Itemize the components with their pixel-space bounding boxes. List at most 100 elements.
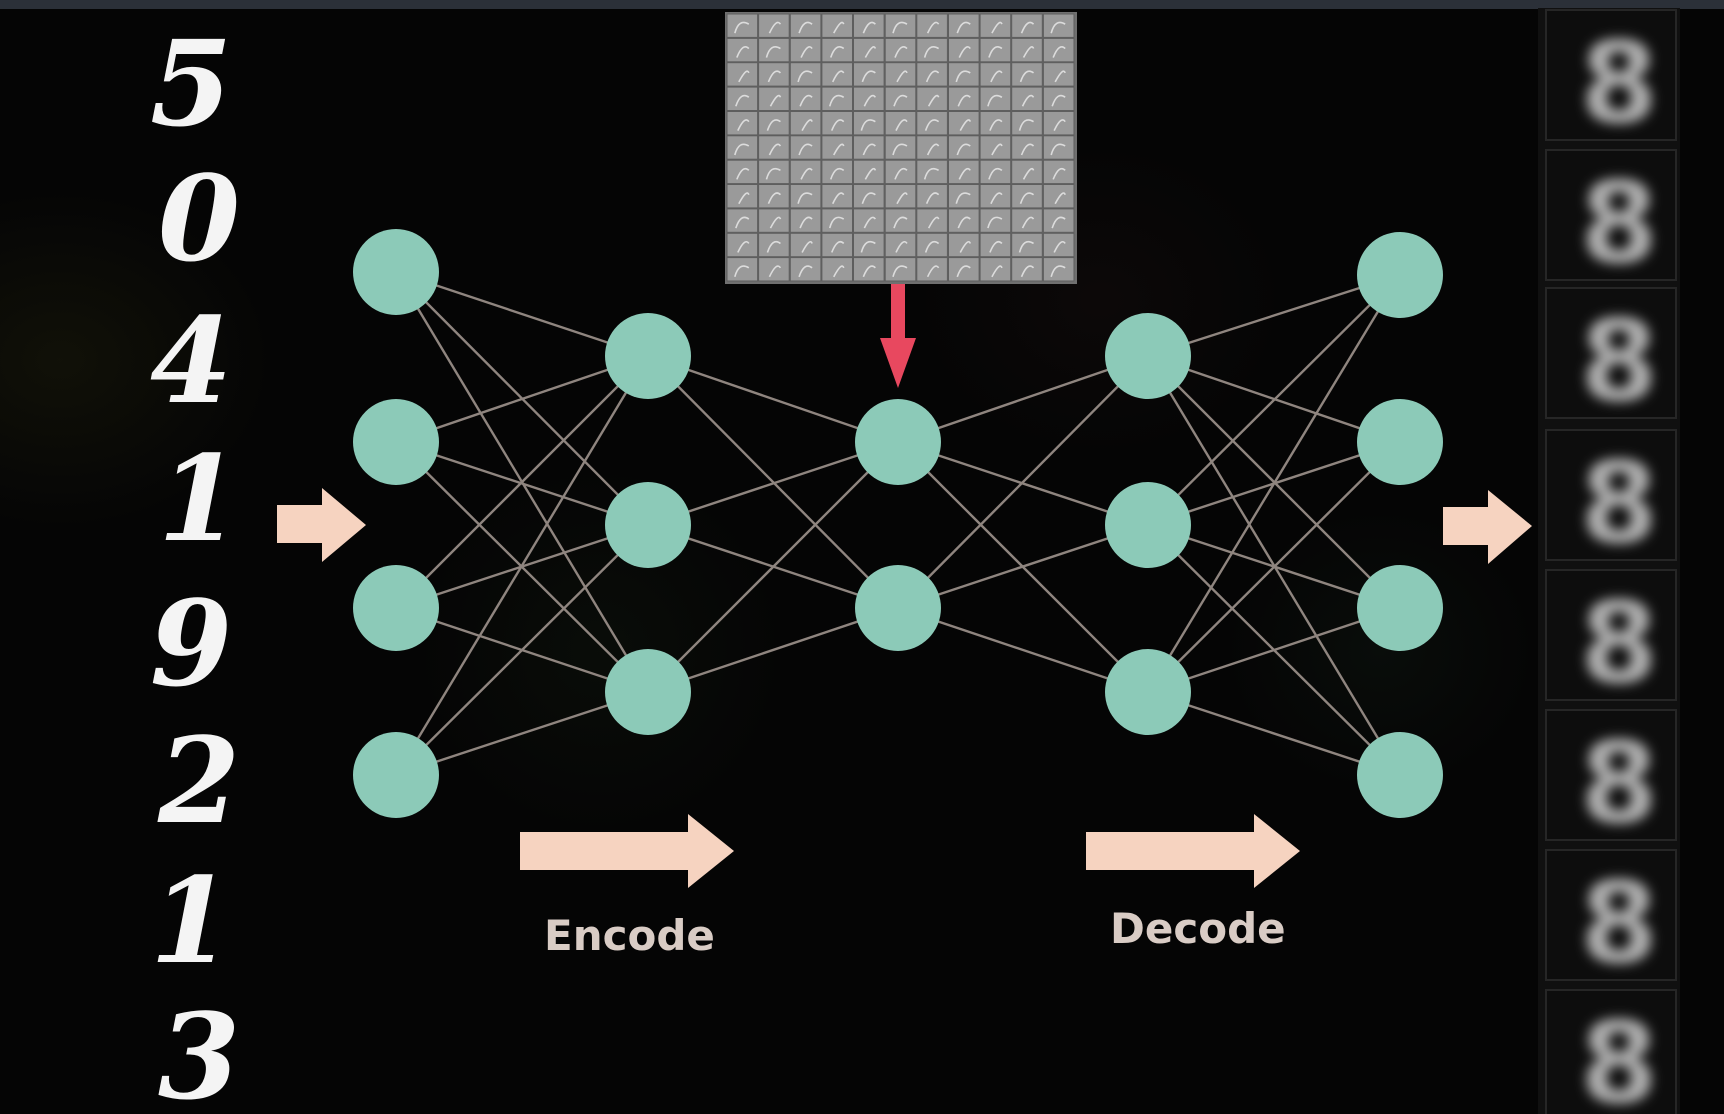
input-digit: 0 xyxy=(158,149,240,288)
filter-cell xyxy=(884,62,917,87)
edge-l1-2-1 xyxy=(395,354,649,444)
filter-cell xyxy=(1011,111,1043,136)
filter-cell xyxy=(1042,257,1075,282)
filter-stroke xyxy=(1050,265,1066,278)
filter-cell xyxy=(758,62,790,87)
filter-stroke xyxy=(927,94,940,107)
filter-stroke xyxy=(894,167,908,180)
filter-stroke xyxy=(833,21,845,34)
filter-stroke xyxy=(862,265,876,278)
filter-stroke xyxy=(989,240,1003,253)
filter-stroke xyxy=(959,119,972,132)
filter-stroke xyxy=(1021,216,1035,229)
filter-stroke xyxy=(1054,192,1066,205)
filter-cell xyxy=(1042,184,1075,209)
filter-cell xyxy=(948,62,980,87)
filter-stroke xyxy=(925,192,940,205)
filter-stroke xyxy=(765,46,781,58)
filter-stroke xyxy=(991,21,1003,34)
filter-cell xyxy=(948,184,980,209)
filter-stroke xyxy=(734,265,750,278)
filter-cell xyxy=(758,86,790,111)
filter-cell xyxy=(979,208,1012,233)
filter-cell xyxy=(789,257,822,282)
filter-cell xyxy=(948,13,980,38)
latent-down-arrow xyxy=(880,284,916,388)
filter-stroke xyxy=(832,70,845,83)
reconstructed-digit: 8 xyxy=(1580,297,1658,427)
filter-stroke xyxy=(959,240,972,253)
filter-cell xyxy=(916,232,948,258)
reconstruction-frame xyxy=(1545,569,1677,701)
filter-stroke xyxy=(927,216,940,229)
filter-stroke xyxy=(767,192,782,205)
filter-stroke xyxy=(989,119,1003,131)
filter-cell xyxy=(979,37,1012,63)
filter-cell xyxy=(758,37,790,63)
filter-stroke xyxy=(768,143,782,156)
filter-stroke xyxy=(738,192,750,205)
filter-stroke xyxy=(991,265,1003,278)
filter-stroke xyxy=(832,192,845,205)
filter-stroke xyxy=(860,240,876,253)
filter-cell xyxy=(853,159,885,185)
input-digit: 4 xyxy=(150,291,232,430)
input-digit: 3 xyxy=(158,987,240,1114)
filter-stroke xyxy=(801,240,813,253)
node-layer1-4 xyxy=(353,732,439,818)
filter-stroke xyxy=(1021,94,1035,107)
filter-cell xyxy=(789,111,822,136)
filter-cell xyxy=(853,13,885,38)
filter-stroke xyxy=(737,119,750,131)
filter-stroke xyxy=(864,167,877,180)
filter-cell xyxy=(916,208,948,233)
filter-cell xyxy=(884,37,917,63)
filter-cell xyxy=(979,232,1012,258)
filter-cell xyxy=(821,135,854,160)
filter-cell xyxy=(821,159,854,185)
filter-cell xyxy=(726,208,759,233)
node-layer4-1 xyxy=(1105,313,1191,399)
filter-stroke xyxy=(956,265,971,278)
filter-stroke xyxy=(988,167,1003,180)
edge-l1-4-2 xyxy=(395,524,649,776)
filter-stroke xyxy=(737,240,750,253)
filter-cell xyxy=(853,62,885,87)
edge-l4-1-1 xyxy=(1147,273,1401,358)
filter-cell xyxy=(1011,232,1043,258)
filter-cell xyxy=(853,257,885,282)
filter-cell xyxy=(821,208,854,233)
filter-cell xyxy=(726,184,759,209)
filter-cell xyxy=(948,86,980,111)
filter-cell xyxy=(726,37,759,63)
filter-stroke xyxy=(955,70,971,83)
filter-cell xyxy=(789,86,822,111)
filter-cell xyxy=(821,13,854,38)
decode-arrow xyxy=(1086,814,1300,888)
filter-cell xyxy=(821,111,854,136)
filter-stroke xyxy=(894,46,908,58)
filter-cell xyxy=(1042,37,1075,63)
filter-stroke xyxy=(990,70,1003,83)
filter-stroke xyxy=(1051,216,1066,229)
node-layer2-1 xyxy=(605,313,691,399)
filter-cell xyxy=(979,13,1012,38)
filter-stroke xyxy=(830,240,845,253)
filter-stroke xyxy=(769,94,782,107)
node-layer3-1 xyxy=(855,399,941,485)
filter-stroke xyxy=(1050,143,1066,156)
filter-stroke xyxy=(833,143,845,156)
filter-stroke xyxy=(1018,119,1034,131)
filter-stroke xyxy=(1050,21,1066,34)
filter-stroke xyxy=(833,265,845,278)
filter-cell xyxy=(1042,159,1075,185)
filter-cell xyxy=(916,184,948,209)
filter-stroke xyxy=(926,21,940,34)
window-top-bar xyxy=(0,0,1724,9)
filter-stroke xyxy=(734,21,750,34)
filter-stroke xyxy=(956,21,971,34)
filter-stroke xyxy=(860,119,876,131)
reconstruction-frame xyxy=(1545,709,1677,841)
filter-cell xyxy=(948,135,980,160)
